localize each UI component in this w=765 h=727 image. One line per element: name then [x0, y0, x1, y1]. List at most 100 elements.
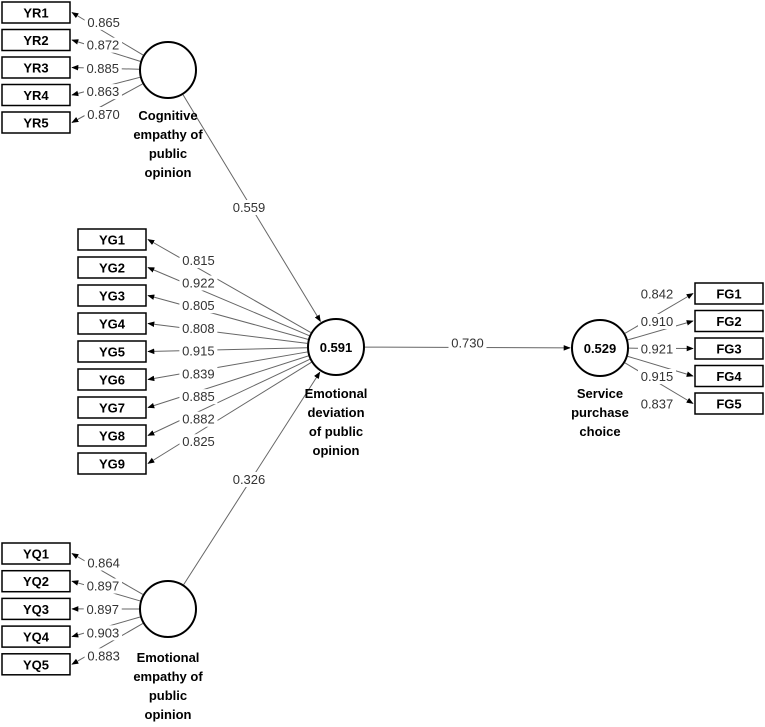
- indicator-yg2: YG2: [77, 256, 147, 279]
- loading-label-bg: [83, 60, 122, 76]
- indicator-box: [1, 569, 71, 593]
- loading-link: [147, 351, 308, 382]
- indicator-name: YR2: [23, 33, 48, 48]
- loading-value: 0.808: [182, 321, 215, 336]
- loading-link: [147, 355, 309, 409]
- loading-link: [71, 83, 143, 123]
- path-coefficient: 0.730: [451, 335, 484, 350]
- loading-label-bg: [179, 366, 218, 382]
- indicator-fg3: FG3: [694, 337, 764, 360]
- weights-layer: 0.8650.8720.8850.8630.8700.8150.9220.805…: [83, 14, 676, 664]
- loading-link: [71, 553, 144, 595]
- indicator-yr4: YR4: [1, 83, 71, 107]
- loading-link: [627, 355, 694, 377]
- construct-label: Emotional: [137, 650, 200, 665]
- indicator-box: [1, 597, 71, 621]
- loading-value: 0.825: [182, 434, 215, 449]
- indicator-box: [77, 340, 147, 363]
- indicator-yg4: YG4: [77, 312, 147, 335]
- loading-value: 0.922: [182, 276, 215, 291]
- indicator-box: [1, 56, 71, 79]
- indicator-name: FG4: [716, 369, 742, 384]
- loading-label-bg: [638, 286, 676, 302]
- indicator-box: [1, 28, 71, 52]
- indicator-box: [77, 396, 147, 419]
- indicator-name: YR5: [23, 116, 48, 131]
- indicator-yg3: YG3: [77, 284, 147, 307]
- indicator-box: [1, 111, 71, 134]
- construct-label: Cognitive: [138, 108, 197, 123]
- indicator-name: YG4: [99, 317, 126, 332]
- loading-label-bg: [638, 369, 676, 384]
- indicator-name: YG6: [99, 373, 125, 388]
- loading-label-bg: [179, 389, 218, 405]
- indicator-name: YQ2: [23, 574, 49, 589]
- indicator-box: [77, 368, 147, 391]
- indicator-box: [694, 337, 764, 360]
- loading-link: [147, 347, 308, 355]
- construct-label: deviation: [307, 405, 364, 420]
- loading-link: [624, 293, 694, 334]
- indicator-name: YR1: [23, 6, 48, 21]
- indicator-yq5: YQ5: [1, 653, 71, 676]
- indicator-yr1: YR1: [1, 1, 71, 24]
- construct-circle: [139, 41, 197, 99]
- indicator-name: YG8: [99, 429, 125, 444]
- loading-link: [71, 623, 144, 665]
- construct-circle: [139, 580, 197, 638]
- indicator-name: FG1: [716, 287, 741, 302]
- loading-link: [147, 267, 310, 337]
- indicator-fg1: FG1: [694, 282, 764, 305]
- construct-label: public: [149, 146, 187, 161]
- indicator-name: YQ4: [23, 630, 50, 645]
- construct-label: purchase: [571, 405, 629, 420]
- loading-label-bg: [179, 434, 218, 450]
- indicator-name: YQ3: [23, 602, 49, 617]
- loading-link: [147, 239, 312, 334]
- construct-label: Service: [577, 386, 623, 401]
- indicator-name: YG9: [99, 457, 125, 472]
- loading-value: 0.915: [182, 344, 215, 359]
- loading-value: 0.885: [86, 61, 119, 76]
- indicator-box: [694, 282, 764, 305]
- indicator-box: [77, 424, 147, 447]
- loading-value: 0.842: [641, 287, 674, 302]
- loading-value: 0.837: [641, 397, 674, 412]
- construct-label: empathy of: [133, 127, 203, 142]
- loading-label-bg: [638, 314, 676, 329]
- construct-circle: [307, 318, 365, 376]
- loading-label-bg: [84, 107, 123, 123]
- loading-value: 0.903: [87, 625, 120, 640]
- loading-link: [627, 320, 694, 341]
- indicator-box: [694, 364, 764, 388]
- construct-label: of public: [309, 424, 363, 439]
- loading-link: [147, 358, 310, 436]
- loading-label-bg: [83, 578, 122, 594]
- construct-label: opinion: [145, 707, 192, 722]
- loading-label-bg: [84, 37, 123, 53]
- indicator-box: [77, 284, 147, 307]
- construct-label: empathy of: [133, 669, 203, 684]
- indicator-yq4: YQ4: [1, 625, 71, 648]
- loading-label-bg: [179, 252, 218, 268]
- indicator-yr5: YR5: [1, 111, 71, 134]
- loading-value: 0.870: [87, 107, 120, 122]
- loading-label-bg: [83, 601, 122, 617]
- indicator-box: [1, 83, 71, 107]
- indicators-layer: YR1YR2YR3YR4YR5YG1YG2YG3YG4YG5YG6YG7YG8Y…: [1, 1, 764, 676]
- indicator-name: YG1: [99, 233, 125, 248]
- loading-value: 0.805: [182, 298, 215, 313]
- loading-label-bg: [179, 411, 218, 427]
- indicator-box: [77, 452, 147, 475]
- indicator-name: YG3: [99, 289, 125, 304]
- indicator-yg9: YG9: [77, 452, 147, 475]
- loading-link: [147, 321, 308, 344]
- indicator-name: FG3: [716, 342, 741, 357]
- loading-value: 0.921: [641, 342, 674, 357]
- loading-label-bg: [83, 625, 122, 641]
- indicator-name: FG2: [716, 314, 741, 329]
